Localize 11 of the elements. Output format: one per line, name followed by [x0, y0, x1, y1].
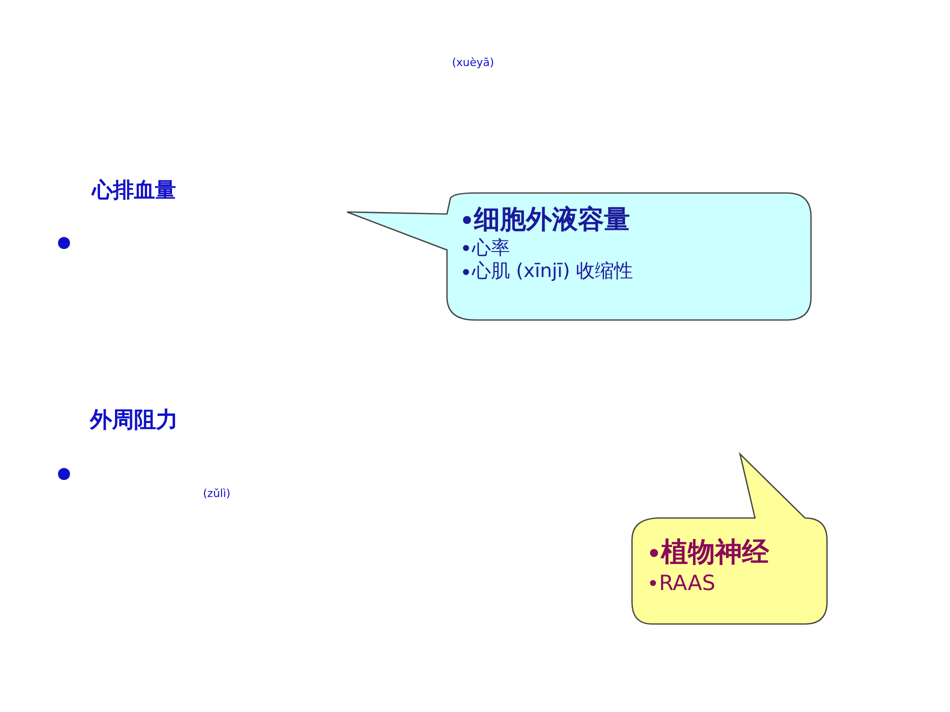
bullet-item: 植物神经	[661, 536, 769, 570]
pinyin-annotation: (zǔlì)	[203, 487, 230, 500]
heading-text: 心排血量	[92, 177, 176, 204]
bullet-item: RAAS	[659, 570, 716, 596]
heading-text: 外周阻力	[90, 407, 178, 435]
bullet-item: 细胞外液容量	[474, 204, 630, 236]
bullet-item: 心肌 (xīnjī) 收缩性	[472, 260, 634, 284]
pinyin-annotation: (xuèyā)	[452, 56, 494, 69]
bullet-item: 心率	[472, 236, 510, 260]
speech-bubble-callout	[630, 452, 829, 626]
speech-bubble-callout	[345, 192, 813, 322]
